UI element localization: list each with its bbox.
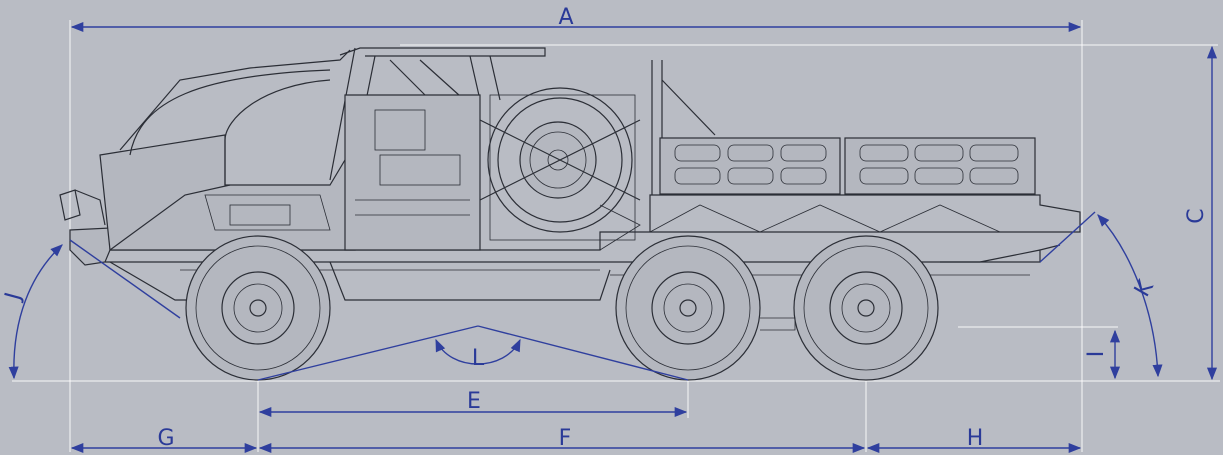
dimension-l-line-right bbox=[477, 325, 689, 381]
front-wheel bbox=[185, 235, 331, 381]
vehicle-drawing bbox=[59, 47, 1081, 381]
dimension-l-arc bbox=[435, 338, 521, 365]
dimension-k-arc bbox=[1097, 214, 1163, 378]
label-a: A bbox=[558, 5, 573, 30]
label-l: L bbox=[472, 346, 485, 371]
label-h: H bbox=[967, 426, 984, 451]
dimension-k-slope bbox=[1039, 211, 1096, 263]
label-g: G bbox=[157, 426, 174, 451]
dimension-j-slope bbox=[69, 239, 181, 319]
rear-wheel bbox=[793, 235, 939, 381]
label-e: E bbox=[467, 389, 481, 414]
dimension-l-line-left bbox=[257, 325, 479, 381]
label-f: F bbox=[559, 426, 572, 451]
dimension-j-arc bbox=[8, 244, 63, 380]
label-c: C bbox=[1184, 208, 1209, 223]
label-i: I bbox=[1084, 351, 1109, 358]
label-j: J bbox=[0, 290, 26, 305]
middle-wheel bbox=[615, 235, 761, 381]
label-k: K bbox=[1130, 276, 1159, 301]
